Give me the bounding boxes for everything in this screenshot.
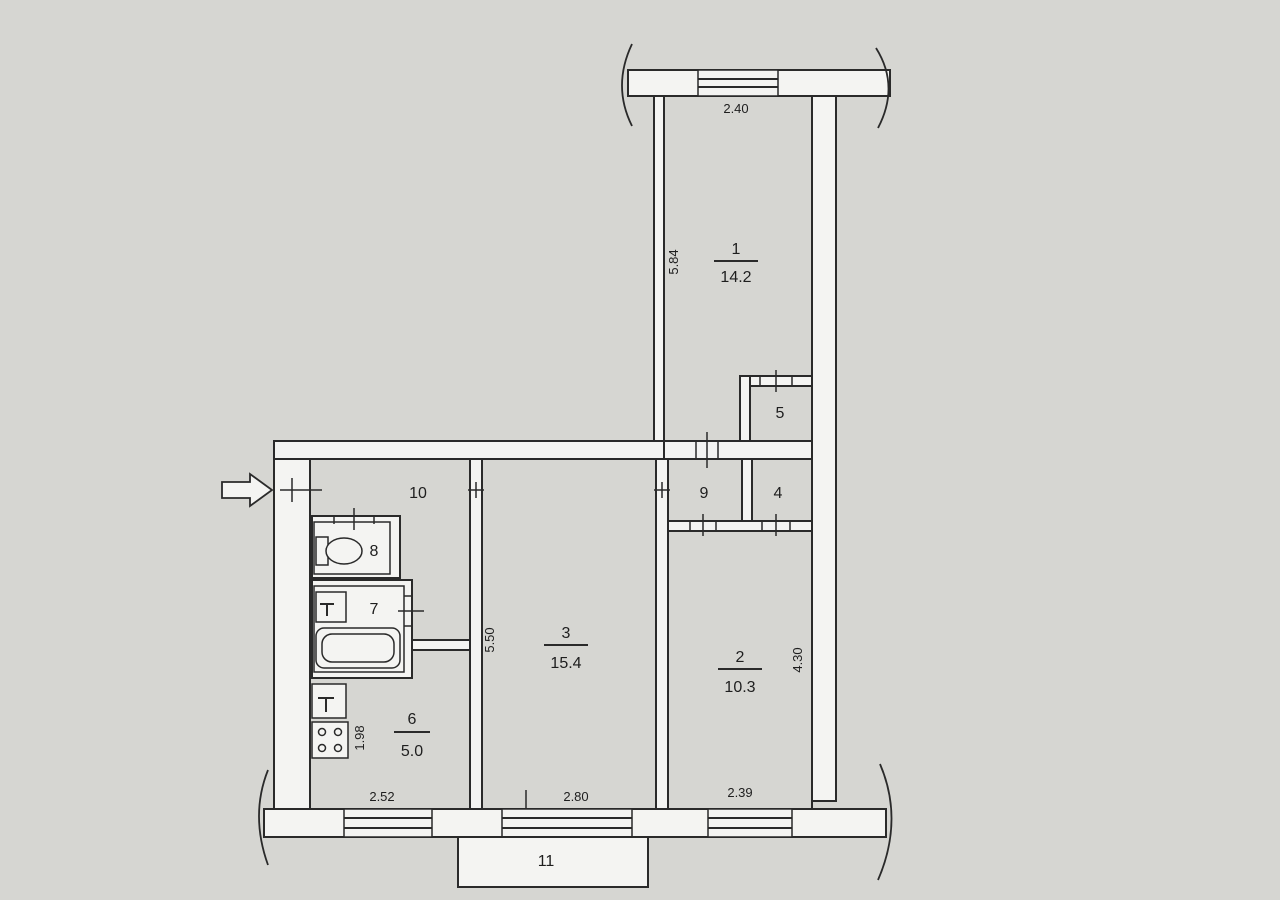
dim-room6-length: 1.98 [352,725,367,750]
wall-bath-stub [411,639,471,651]
wall-partition-6-3 [469,458,483,810]
dim-room2-width: 2.39 [727,785,752,800]
kitchen-sink-icon [311,683,347,719]
room-7-number: 7 [370,601,379,618]
entrance-arrow-icon [221,472,274,508]
wall-partition-9-4 [741,458,753,522]
room-2-area: 10.3 [724,679,755,696]
dim-room3-width: 2.80 [563,789,588,804]
balcony-11 [457,836,649,888]
room-4-number: 4 [774,485,783,502]
bathtub-icon [315,627,401,669]
room-11-number: 11 [538,853,555,870]
room-8-number: 8 [370,543,379,560]
sink-icon [315,591,347,623]
dim-room6-width: 2.52 [369,789,394,804]
wall-left-outer [273,458,311,812]
room-6-number: 6 [408,711,417,728]
window-room1 [697,69,779,97]
toilet-icon [315,536,363,566]
room-10-number: 10 [409,485,427,502]
dimension-labels: 2.40 5.84 4.30 2.39 5.50 2.80 2.52 1.98 [352,101,805,804]
wall-right-outer [811,95,837,802]
wall-closet5-left [739,375,751,442]
break-lines [258,43,893,881]
room-1-number: 1 [732,241,741,258]
dim-room3-length: 5.50 [482,627,497,652]
wall-partition-3-2 [655,458,669,810]
wall-room1-left [653,95,665,442]
room-2-number: 2 [736,649,745,666]
room-9-number: 9 [700,485,709,502]
dim-room1-width: 2.40 [723,101,748,116]
room-5-number: 5 [776,405,785,422]
room-3-area: 15.4 [550,655,581,672]
room-1-area: 14.2 [720,269,751,286]
room-labels: 1 14.2 2 10.3 3 15.4 4 5 6 5.0 7 8 9 10 … [370,241,785,870]
walls [263,69,891,838]
dim-room1-length: 5.84 [666,249,681,274]
wall-above-corridor [663,440,813,460]
window-room6 [343,808,433,838]
room-3-number: 3 [562,625,571,642]
stove-icon [311,721,349,759]
window-room2 [707,808,793,838]
wall-upper-horizontal [273,440,665,460]
window-room3 [501,808,633,838]
room-6-area: 5.0 [401,743,423,760]
dim-room2-length: 4.30 [790,647,805,672]
bathroom-block [311,515,471,759]
